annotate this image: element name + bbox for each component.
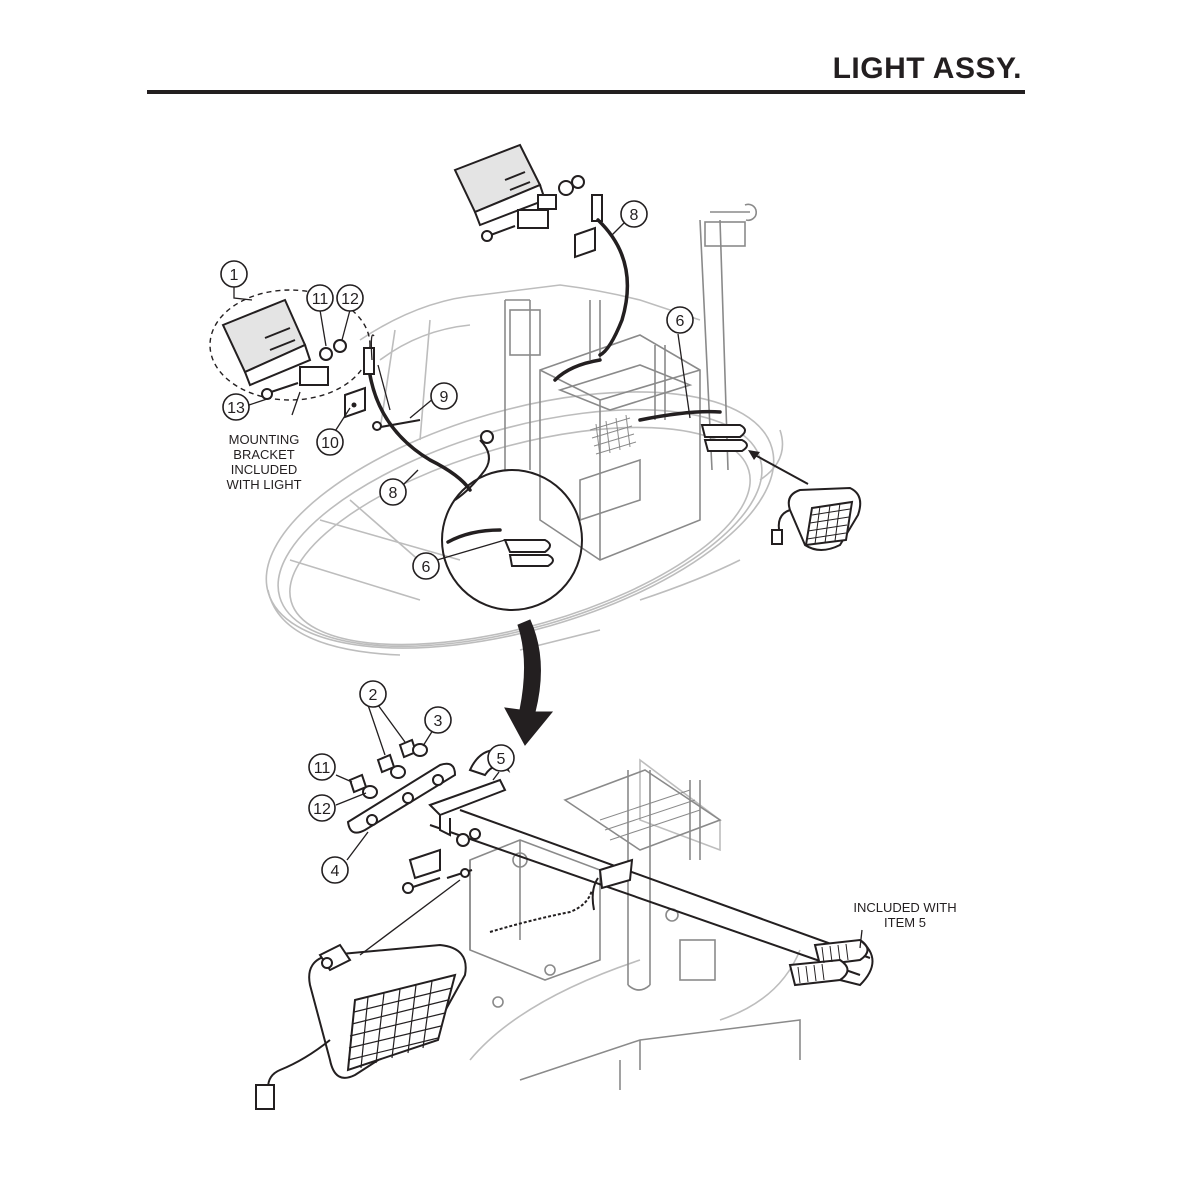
svg-text:8: 8 xyxy=(389,485,398,502)
svg-text:INCLUDED: INCLUDED xyxy=(231,462,297,477)
svg-text:11: 11 xyxy=(314,760,331,777)
svg-text:ITEM 5: ITEM 5 xyxy=(884,915,926,930)
callout-9: 9 xyxy=(430,382,458,410)
svg-text:9: 9 xyxy=(440,389,449,406)
callout-5: 5 xyxy=(487,744,515,772)
harness-cable xyxy=(489,858,634,933)
svg-text:5: 5 xyxy=(497,751,506,768)
lower-work-light xyxy=(255,879,467,1110)
svg-text:1: 1 xyxy=(230,267,239,284)
wire-harness xyxy=(368,218,722,544)
title-divider xyxy=(147,90,1025,94)
callout-12: 12 xyxy=(336,284,364,312)
svg-text:8: 8 xyxy=(630,207,639,224)
machine-body xyxy=(504,203,758,561)
callout-10: 10 xyxy=(316,428,344,456)
callout-8-lower: 8 xyxy=(379,478,407,506)
rear-work-light xyxy=(748,450,862,551)
callout-8-upper: 8 xyxy=(620,200,648,228)
u-bolt-clamps xyxy=(503,424,748,567)
work-light-left xyxy=(209,289,421,431)
callout-leaders xyxy=(233,221,863,949)
callout-11-lower: 11 xyxy=(308,753,336,781)
note-included-with-item-5: INCLUDED WITH ITEM 5 xyxy=(853,900,956,930)
svg-text:13: 13 xyxy=(227,400,245,417)
callout-1: 1 xyxy=(220,260,248,288)
note-mounting-bracket: MOUNTING BRACKET INCLUDED WITH LIGHT xyxy=(226,432,301,492)
work-light-upper xyxy=(453,143,603,259)
svg-text:12: 12 xyxy=(341,291,359,308)
svg-text:2: 2 xyxy=(369,687,378,704)
svg-text:WITH LIGHT: WITH LIGHT xyxy=(226,477,301,492)
callout-4: 4 xyxy=(321,856,349,884)
callout-2: 2 xyxy=(359,680,387,708)
svg-text:11: 11 xyxy=(312,291,329,308)
svg-text:6: 6 xyxy=(676,313,685,330)
callout-13: 13 xyxy=(222,393,250,421)
svg-text:MOUNTING: MOUNTING xyxy=(229,432,300,447)
callout-3: 3 xyxy=(424,706,452,734)
svg-text:BRACKET: BRACKET xyxy=(233,447,294,462)
svg-text:12: 12 xyxy=(313,801,331,818)
page-title: LIGHT ASSY. xyxy=(832,52,1022,85)
detail-magnifier xyxy=(441,469,583,611)
lower-machine-detail xyxy=(429,758,871,1090)
svg-text:6: 6 xyxy=(422,559,431,576)
svg-text:3: 3 xyxy=(434,713,443,730)
callout-11: 11 xyxy=(306,284,334,312)
trowel-frame xyxy=(265,284,784,656)
svg-text:10: 10 xyxy=(321,435,339,452)
bracket-hardware xyxy=(346,738,511,894)
callout-6-left: 6 xyxy=(412,552,440,580)
detail-arrow xyxy=(504,619,554,746)
callout-6-right: 6 xyxy=(666,306,694,334)
callout-12-lower: 12 xyxy=(308,794,336,822)
svg-text:4: 4 xyxy=(331,863,340,880)
svg-text:INCLUDED WITH: INCLUDED WITH xyxy=(853,900,956,915)
u-bolt-lower xyxy=(788,938,874,987)
